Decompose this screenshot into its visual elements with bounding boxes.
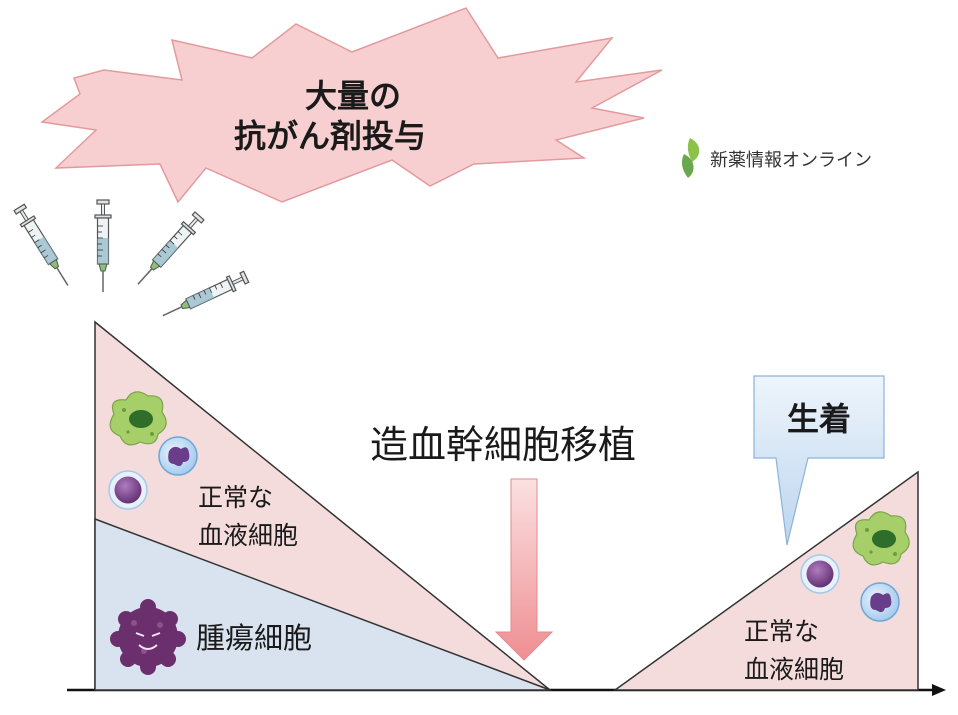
tumor-cells-region	[94, 517, 551, 691]
syringe-icon	[94, 199, 112, 293]
syringe-icon	[11, 202, 76, 291]
engraftment-callout	[753, 375, 885, 546]
leaf-logo-icon	[681, 138, 700, 178]
syringe-icon	[158, 268, 251, 324]
engraftment-label: 生着	[787, 400, 851, 438]
brand-name: 新薬情報オンライン	[710, 150, 872, 171]
transplant-label: 造血幹細胞移植	[370, 423, 636, 467]
left-normal-label-line2: 血液細胞	[198, 521, 298, 550]
right-normal-cells-region	[612, 470, 919, 691]
burst-text-line1: 大量の	[305, 77, 401, 115]
burst-shape	[40, 7, 663, 204]
tumor-label: 腫瘍細胞	[196, 621, 312, 655]
blue-cell-icon	[158, 436, 198, 476]
purple-cell-icon	[108, 470, 148, 510]
right-normal-label-line2: 血液細胞	[744, 655, 844, 684]
burst-text-line2: 抗がん剤投与	[234, 117, 426, 155]
right-normal-label-line1: 正常な	[744, 617, 819, 646]
tumor-cell-icon	[110, 599, 186, 675]
syringe-icon	[131, 209, 207, 291]
blue-cell-icon	[860, 582, 900, 622]
transplant-down-arrow	[494, 478, 554, 661]
left-normal-label-line1: 正常な	[198, 483, 273, 512]
baseline-arrowhead	[932, 684, 946, 696]
purple-cell-icon	[800, 554, 840, 594]
